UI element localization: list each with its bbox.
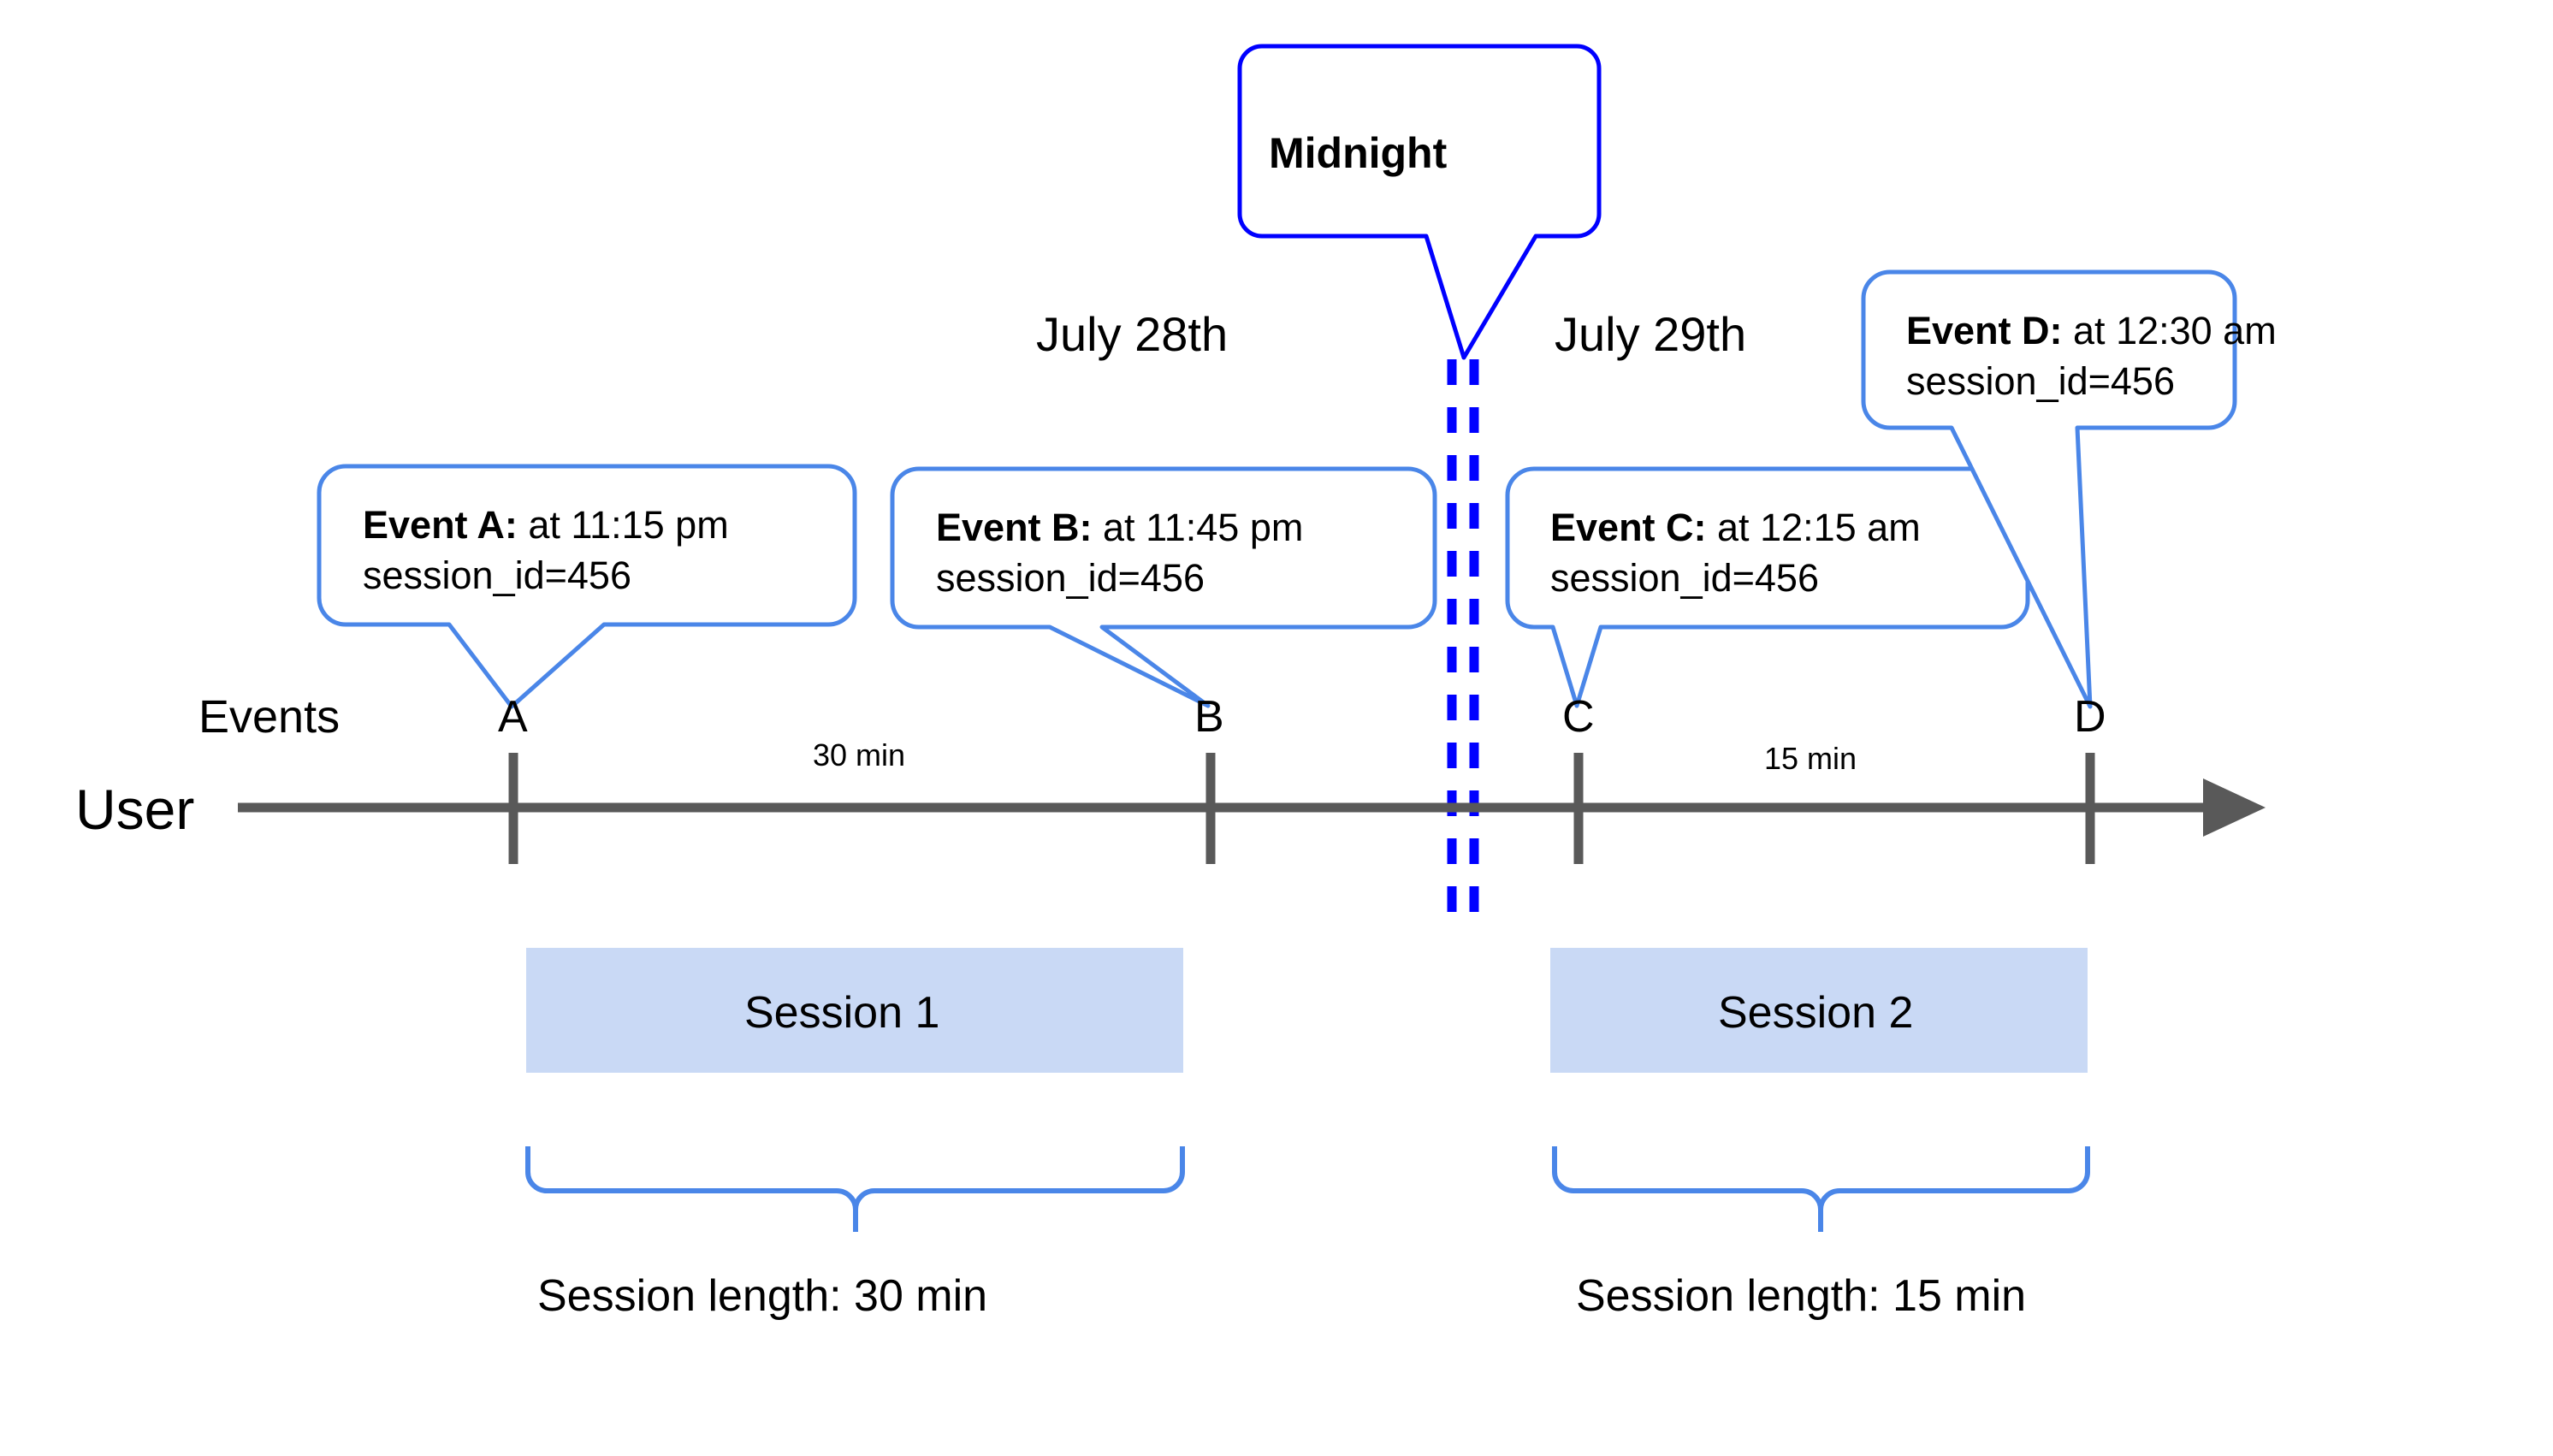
event-c-callout-text: Event C: at 12:15 am session_id=456	[1550, 502, 1921, 604]
event-a-session-id: session_id=456	[363, 553, 631, 598]
interval-label-15-min: 15 min	[1764, 741, 1857, 776]
event-b-time: at 11:45 pm	[1092, 506, 1304, 549]
midnight-dashed-lines	[1447, 359, 1479, 931]
event-a-callout-text: Event A: at 11:15 pm session_id=456	[363, 500, 729, 601]
event-a-time: at 11:15 pm	[517, 503, 729, 547]
session-1-length-label: Session length: 30 min	[537, 1271, 988, 1321]
tick-label-d: D	[2074, 692, 2106, 742]
midnight-callout-shape	[1237, 44, 1602, 360]
session-1-box	[526, 948, 1183, 1073]
interval-label-30-min: 30 min	[813, 737, 906, 772]
event-b-callout-text: Event B: at 11:45 pm session_id=456	[936, 502, 1303, 604]
tick-label-b: B	[1194, 692, 1224, 742]
event-d-callout-shape	[1861, 269, 2237, 709]
session-2-brace	[1552, 1146, 2090, 1232]
session-2-box	[1550, 948, 2088, 1073]
event-c-title: Event C:	[1550, 506, 1707, 549]
tick-label-c: C	[1562, 692, 1595, 742]
event-d-time: at 12:30 am	[2062, 309, 2277, 352]
event-c-callout-shape	[1505, 466, 2030, 708]
session-2-label: Session 2	[1718, 988, 1914, 1038]
midnight-label: Midnight	[1269, 129, 1448, 177]
timeline-arrowhead	[2203, 778, 2266, 837]
event-d-title: Event D:	[1906, 309, 2063, 352]
event-b-title: Event B:	[936, 506, 1093, 549]
session-1-brace	[525, 1146, 1185, 1232]
event-d-session-id: session_id=456	[1906, 359, 2175, 404]
day-label-july-29: July 29th	[1555, 307, 1747, 361]
event-b-callout-shape	[890, 466, 1437, 708]
session-1-label: Session 1	[744, 988, 940, 1038]
user-row-label: User	[75, 778, 195, 841]
event-c-session-id: session_id=456	[1550, 556, 1819, 601]
session-2-length-label: Session length: 15 min	[1576, 1271, 2027, 1321]
event-c-time: at 12:15 am	[1706, 506, 1921, 549]
tick-label-a: A	[498, 692, 528, 742]
event-a-callout-shape	[317, 464, 857, 709]
event-a-title: Event A:	[363, 503, 518, 547]
event-b-session-id: session_id=456	[936, 556, 1205, 601]
timeline-axis	[238, 778, 2266, 837]
events-row-label: Events	[198, 691, 341, 743]
day-label-july-28: July 28th	[1036, 307, 1229, 361]
event-d-callout-text: Event D: at 12:30 am session_id=456	[1906, 305, 2277, 407]
event-tick-marks	[508, 753, 2095, 864]
